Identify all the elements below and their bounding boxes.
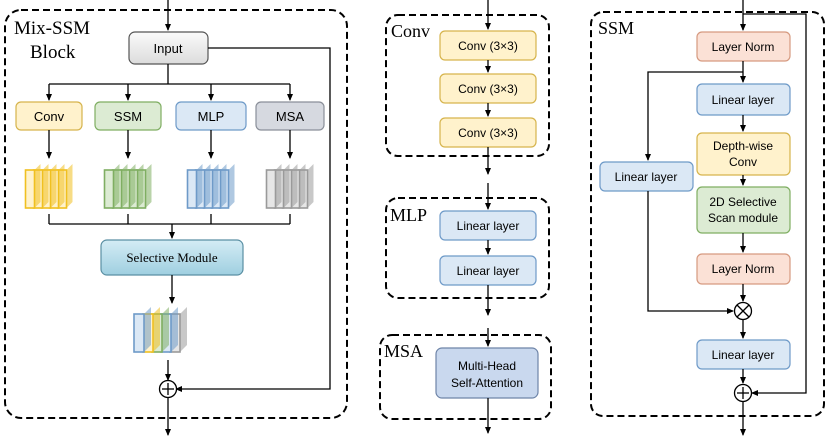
ssm-feature-map-5-side [145,164,152,208]
conv-box-3-label: Conv (3×3) [458,126,518,140]
msa-feature-map-1 [265,169,277,209]
ssm-panel: SSM Layer Norm Linear layer Depth-wise C… [590,0,825,436]
mixed-feature-map-2-side [153,307,160,352]
ssm-layer-norm-1-label: Layer Norm [712,40,775,54]
msa-panel-title: MSA [384,341,423,361]
input-label: Input [154,41,183,56]
ssm-selective-line1: 2D Selective [709,195,777,209]
mixed-feature-map-1-side [144,307,151,352]
ssm-depthwise-line2: Conv [729,155,757,169]
ssm-selective-scan [696,186,791,234]
selective-module-label: Selective Module [126,250,218,265]
conv-box-2-label: Conv (3×3) [458,82,518,96]
ssm-linear-1-label: Linear layer [712,93,775,107]
branch-conv-label: Conv [34,109,65,124]
ssm-feature-map-2-side [121,164,128,208]
mlp-linear-box-1-label: Linear layer [457,219,520,233]
ssm-layer-norm-2-label: Layer Norm [712,262,775,276]
conv-feature-map-2-side [42,164,49,208]
mixed-feature-map-1 [133,313,145,353]
ssm-linear-2-label: Linear layer [712,348,775,362]
mixed-feature-map-4-side [171,307,178,352]
mix-ssm-panel: Mix-SSM Block Input Conv SSM MLP MSA [4,0,348,436]
ssm-side-linear-label: Linear layer [615,170,678,184]
mlp-feature-map-1-side [196,164,203,208]
ssm-side-linear [599,161,694,192]
mlp-panel-title: MLP [390,205,427,225]
ssm-panel-title: SSM [598,18,634,38]
mlp-feature-map-3-side [212,164,219,208]
conv-panel-title: Conv [391,21,430,41]
mlp-feature-map-5-side [228,164,235,208]
ssm-feature-map-3-side [129,164,136,208]
branch-ssm-label: SSM [114,109,142,124]
ssm-selective-line2: Scan module [708,211,778,225]
conv-feature-map-1 [24,169,36,209]
mixed-feature-map-5-side [180,307,187,352]
mixed-feature-map-3-side [162,307,169,352]
ssm-feature-map-1-side [113,164,120,208]
msa-attention-box [435,347,539,399]
msa-feature-map-3-side [291,164,298,208]
conv-feature-map-3-side [50,164,57,208]
branch-msa-label: MSA [276,109,305,124]
mixed-feature-stack [133,307,187,353]
msa-feature-map-2-side [283,164,290,208]
msa-feature-map-1-side [275,164,282,208]
conv-panel: Conv Conv (3×3) Conv (3×3) Conv (3×3) [385,0,550,175]
conv-feature-map-1-side [34,164,41,208]
mlp-feature-map-1 [186,169,198,209]
branch-mlp-label: MLP [198,109,225,124]
ssm-feature-map-4-side [137,164,144,208]
ssm-feature-map-1 [103,169,115,209]
msa-feature-map-5-side [307,164,314,208]
mlp-feature-map-2-side [204,164,211,208]
ssm-depthwise-line1: Depth-wise [713,139,773,153]
mlp-feature-map-4-side [220,164,227,208]
conv-feature-map-4-side [58,164,65,208]
mlp-linear-box-2-label: Linear layer [457,264,520,278]
mlp-panel: MLP Linear layer Linear layer [385,183,550,316]
feature-map-stacks [24,164,314,209]
msa-feature-map-4-side [299,164,306,208]
conv-box-1-label: Conv (3×3) [458,39,518,53]
mix-ssm-title-line2: Block [30,42,76,63]
mix-ssm-title-line1: Mix-SSM [14,18,90,39]
msa-panel: MSA Multi-Head Self-Attention [379,328,552,434]
conv-feature-map-5-side [66,164,73,208]
msa-attention-line2: Self-Attention [451,376,523,390]
msa-attention-line1: Multi-Head [458,359,516,373]
